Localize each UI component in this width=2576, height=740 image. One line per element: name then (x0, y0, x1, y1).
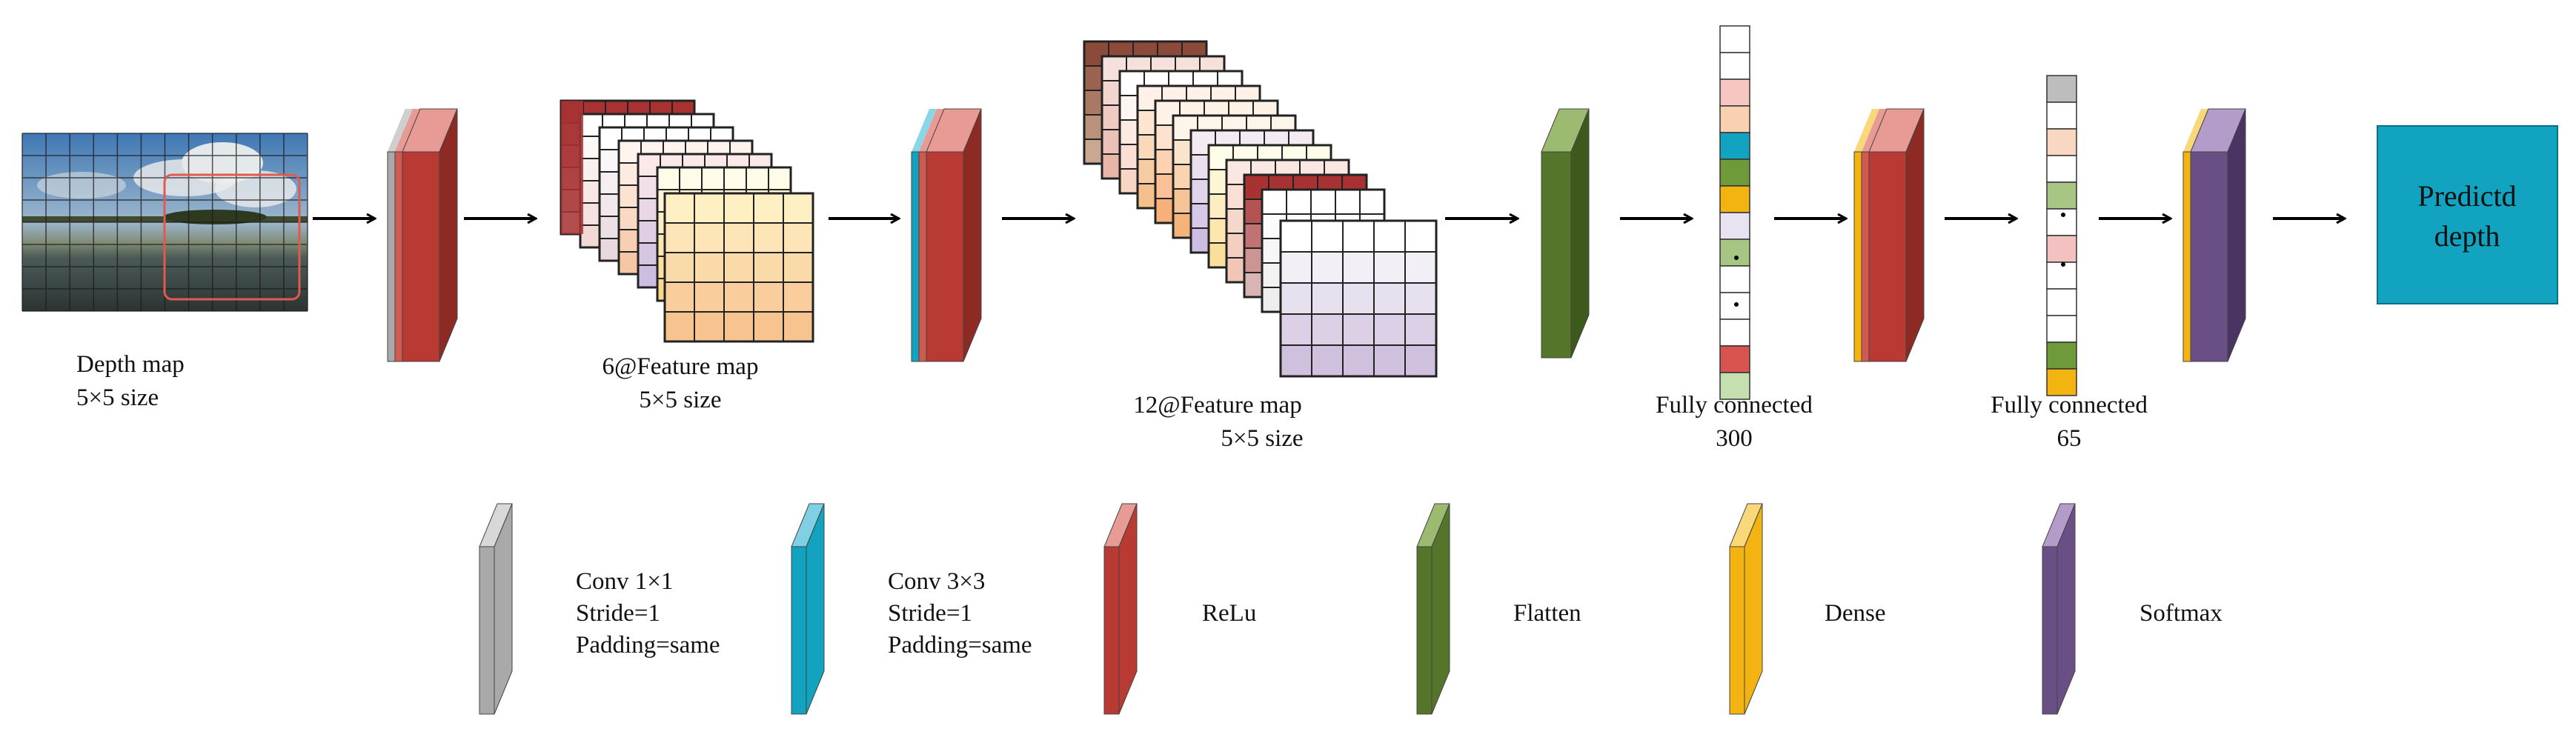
output-label-line-2: depth (2434, 219, 2500, 253)
caption-fc65-size: 65 (2057, 425, 2082, 452)
fc-unit (1719, 25, 1750, 53)
legend-item-relu: ReLu (1103, 503, 1256, 715)
legend-swatch-conv3 (791, 546, 807, 715)
fc-unit (2046, 315, 2077, 343)
fc-unit (1719, 239, 1750, 267)
legend-swatch-conv1 (479, 546, 495, 715)
legend-label-dense: Dense (1825, 600, 1885, 627)
legend-label-conv1: Padding=same (576, 632, 720, 659)
fc-unit (2046, 288, 2077, 316)
fully-connected-vector-300 (1719, 25, 1750, 400)
fc-unit (2046, 208, 2077, 236)
fc-unit (1719, 105, 1750, 133)
layer-dense-softmax-block (2182, 108, 2246, 362)
legend-label-relu: ReLu (1202, 600, 1256, 627)
layer-dense-relu-block (1853, 108, 1925, 362)
layer-conv3-relu-block (911, 108, 982, 362)
feature-map (663, 192, 814, 343)
feature-map-stack-6 (560, 99, 814, 343)
legend-swatch-relu (1103, 546, 1120, 715)
legend-label-conv1: Stride=1 (576, 600, 660, 627)
legend-label-conv3: Stride=1 (888, 600, 972, 627)
legend-item-dense: Dense (1729, 503, 1885, 715)
fc-unit (1719, 212, 1750, 240)
input-depth-map-image (21, 133, 308, 312)
legend-label-flatten: Flatten (1513, 600, 1581, 627)
legend-item-flatten: Flatten (1416, 503, 1581, 715)
legend-label-softmax: Softmax (2140, 600, 2223, 627)
fc-unit (2046, 75, 2077, 103)
caption-fmap6-size: 5×5 size (639, 387, 721, 413)
caption-fc300-title: Fully connected (1656, 392, 1813, 419)
fc-unit (2046, 155, 2077, 183)
legend-label-conv3: Conv 3×3 (888, 568, 985, 595)
legend-swatch-flatten (1416, 546, 1433, 715)
fc-unit (1719, 185, 1750, 213)
fc-unit (1719, 132, 1750, 160)
fc-unit (1719, 372, 1750, 400)
caption-fc300-size: 300 (1716, 425, 1753, 452)
output-label-line-1: Predictd (2417, 179, 2516, 213)
fc-unit (2046, 101, 2077, 130)
fc-unit (1719, 79, 1750, 107)
legend-swatch-softmax (2042, 546, 2058, 715)
legend-label-conv3: Padding=same (888, 632, 1032, 659)
fc-unit (2046, 128, 2077, 156)
fc-unit (1719, 265, 1750, 293)
fc-unit (1719, 319, 1750, 347)
caption-fmap12-size: 5×5 size (1221, 425, 1303, 452)
fc-unit (2046, 368, 2077, 396)
caption-input-title: Depth map (76, 351, 185, 378)
caption-fmap12-title: 12@Feature map (1133, 392, 1301, 419)
legend-swatch-dense (1729, 546, 1745, 715)
caption-fmap6-title: 6@Feature map (602, 353, 759, 380)
fc-unit (1719, 52, 1750, 80)
feature-map (1279, 219, 1438, 378)
fc-unit (2046, 261, 2077, 290)
fc-unit (2046, 341, 2077, 370)
fc-unit (1719, 159, 1750, 187)
caption-fc65-title: Fully connected (1991, 392, 2148, 419)
output-predicted-depth-box: Predictd depth (2377, 125, 2558, 304)
fc-unit (1719, 345, 1750, 373)
layer-flatten-block (1541, 108, 1590, 359)
fully-connected-vector-65 (2046, 75, 2077, 396)
layer-conv1-relu-block-1 (387, 108, 458, 362)
fc-unit (2046, 181, 2077, 210)
caption-input-size: 5×5 size (76, 384, 159, 411)
feature-map-stack-12 (1083, 40, 1438, 378)
fc-unit (2046, 235, 2077, 263)
legend-item-softmax: Softmax (2042, 503, 2223, 715)
legend-label-conv1: Conv 1×1 (576, 568, 673, 595)
